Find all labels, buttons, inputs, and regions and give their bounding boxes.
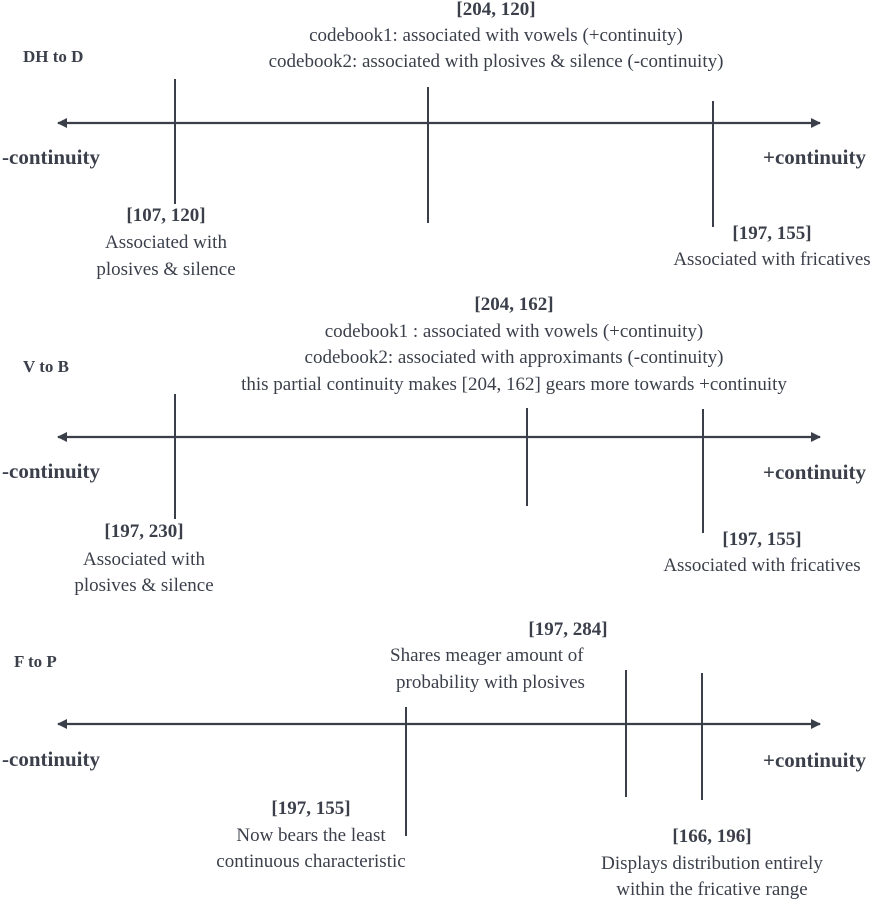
marker-title: [166, 196] [672,826,752,847]
marker-title: [197, 155] [722,529,802,550]
marker-desc: Shares meager amount of [390,645,584,666]
marker-title: [107, 120] [126,205,206,226]
marker-desc: Associated with fricatives [663,555,861,576]
panel-label: V to B [23,357,69,376]
panel-label: DH to D [23,47,84,66]
marker-desc: plosives & silence [96,259,236,280]
top-note-line: codebook1 : associated with vowels (+con… [324,321,704,342]
top-note-line: codebook1: associated with vowels (+cont… [309,25,683,46]
marker-title: [197, 230] [104,521,184,542]
marker-desc: probability with plosives [396,672,585,693]
marker-desc: Now bears the least [236,825,386,846]
marker-desc: within the fricative range [616,879,808,900]
minus-continuity-label: -continuity [2,747,101,771]
panel-label: F to P [14,652,57,671]
marker-desc: Associated with [105,232,227,253]
top-note-line: this partial continuity makes [204, 162]… [241,374,787,395]
marker-desc: Associated with [83,549,205,570]
minus-continuity-label: -continuity [2,145,101,169]
top-note-title: [204, 162] [474,294,554,315]
plus-continuity-label: +continuity [763,145,866,169]
marker-desc: Displays distribution entirely [601,853,823,874]
minus-continuity-label: -continuity [2,459,101,483]
plus-continuity-label: +continuity [763,748,866,772]
marker-title: [197, 155] [271,798,351,819]
top-note-line: codebook2: associated with plosives & si… [268,51,724,72]
marker-desc: continuous characteristic [216,851,406,872]
marker-title: [197, 284] [528,619,608,640]
top-note-line: codebook2: associated with approximants … [304,347,724,368]
top-note-title: [204, 120] [456,0,536,20]
marker-desc: plosives & silence [74,575,214,596]
marker-desc: Associated with fricatives [673,249,871,270]
marker-title: [197, 155] [732,223,812,244]
plus-continuity-label: +continuity [763,460,866,484]
